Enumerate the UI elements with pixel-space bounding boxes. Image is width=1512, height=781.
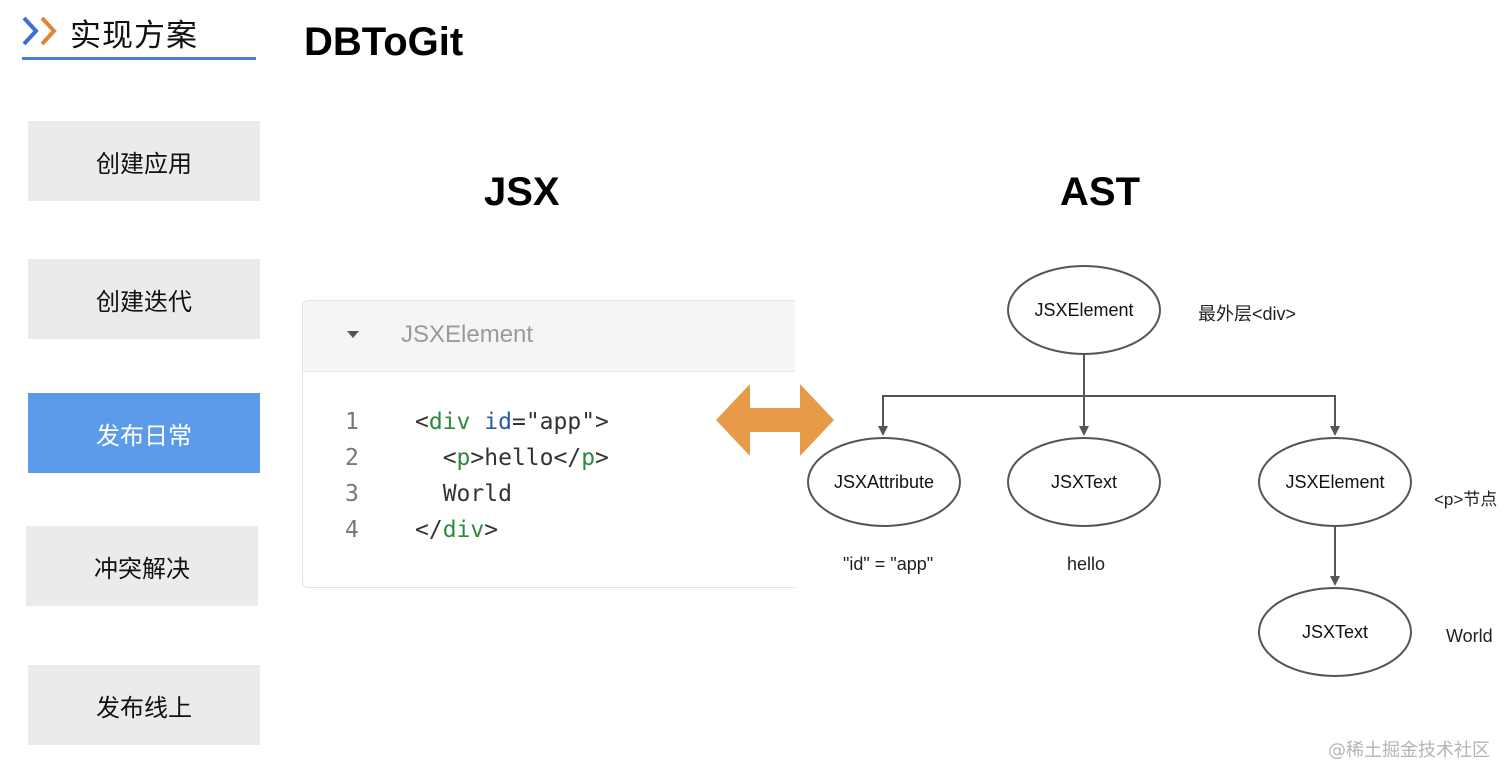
note-text: hello <box>1067 554 1106 574</box>
note-attr: "id" = "app" <box>843 554 934 574</box>
sidebar-item-label: 发布线上 <box>96 693 192 722</box>
chevrons-icon <box>22 16 57 46</box>
code-token: > <box>484 517 499 543</box>
code-token: div <box>428 409 471 435</box>
node-attr: JSXAttribute <box>807 437 961 527</box>
code-token: ="app"> <box>511 409 609 435</box>
code-token: < <box>415 445 457 471</box>
sidebar-item-label: 冲突解决 <box>94 554 190 583</box>
code-line: 3 World <box>303 476 795 512</box>
sidebar-item-create-iteration[interactable]: 创建迭代 <box>28 259 260 339</box>
watermark: @稀土掘金技术社区 <box>1328 740 1490 761</box>
code-token <box>470 409 484 435</box>
line-number: 2 <box>345 445 359 471</box>
code-panel-header[interactable]: JSXElement <box>303 301 795 372</box>
code-token: > <box>595 445 609 471</box>
sidebar-item-conflict-resolution[interactable]: 冲突解决 <box>26 526 258 606</box>
node-p-text-label: JSXText <box>1302 622 1368 642</box>
sidebar-item-create-app[interactable]: 创建应用 <box>28 121 260 201</box>
code-text: </div> <box>415 512 498 548</box>
node-root: JSXElement <box>1007 265 1161 355</box>
node-root-label: JSXElement <box>1034 300 1133 320</box>
node-p-element: JSXElement <box>1258 437 1412 527</box>
node-attr-label: JSXAttribute <box>834 472 934 492</box>
line-number: 1 <box>345 409 359 435</box>
code-line: 1 <div id="app"> <box>303 404 795 440</box>
note-p-text: World <box>1446 626 1493 646</box>
note-p-element: <p>节点 <box>1434 490 1498 509</box>
code-text: <div id="app"> <box>415 404 609 440</box>
line-number: 3 <box>345 481 359 507</box>
section-title-underline <box>22 57 256 60</box>
code-token: p <box>456 445 471 471</box>
code-token: < <box>415 409 429 435</box>
edge-root-branches <box>882 395 1340 436</box>
code-text: <p>hello</p> <box>415 440 609 476</box>
code-panel-title: JSXElement <box>401 321 534 348</box>
sidebar-item-publish-daily[interactable]: 发布日常 <box>28 393 260 473</box>
code-line: 2 <p>hello</p> <box>303 440 795 476</box>
double-arrow-icon <box>716 384 834 456</box>
code-line: 4 </div> <box>303 512 795 548</box>
line-number: 4 <box>345 517 359 543</box>
code-token: id <box>484 409 512 435</box>
code-text: World <box>415 476 512 512</box>
node-text: JSXText <box>1007 437 1161 527</box>
code-token: >hello</ <box>470 445 582 471</box>
ast-title: AST <box>1060 170 1140 214</box>
sidebar-item-label: 发布日常 <box>96 421 192 450</box>
code-token: p <box>581 445 596 471</box>
caret-down-icon[interactable] <box>347 331 359 338</box>
code-panel: JSXElement 1<div id="app">2 <p>hello</p>… <box>302 300 795 588</box>
sidebar-item-label: 创建迭代 <box>96 287 192 316</box>
node-p-element-label: JSXElement <box>1285 472 1384 492</box>
ast-diagram: JSXElement JSXAttribute JSXText JSXEleme… <box>807 265 1412 677</box>
sidebar-item-label: 创建应用 <box>96 149 192 178</box>
code-token: World <box>415 481 512 507</box>
section-title: 实现方案 <box>70 18 198 54</box>
ast-connectors <box>878 354 1340 586</box>
code-token: div <box>442 517 485 543</box>
page-title: DBToGit <box>304 20 464 64</box>
node-p-text: JSXText <box>1258 587 1412 677</box>
code-token: </ <box>415 517 443 543</box>
sidebar-item-publish-online[interactable]: 发布线上 <box>28 665 260 745</box>
jsx-title: JSX <box>484 170 560 214</box>
note-root: 最外层<div> <box>1198 304 1297 324</box>
node-text-label: JSXText <box>1051 472 1117 492</box>
